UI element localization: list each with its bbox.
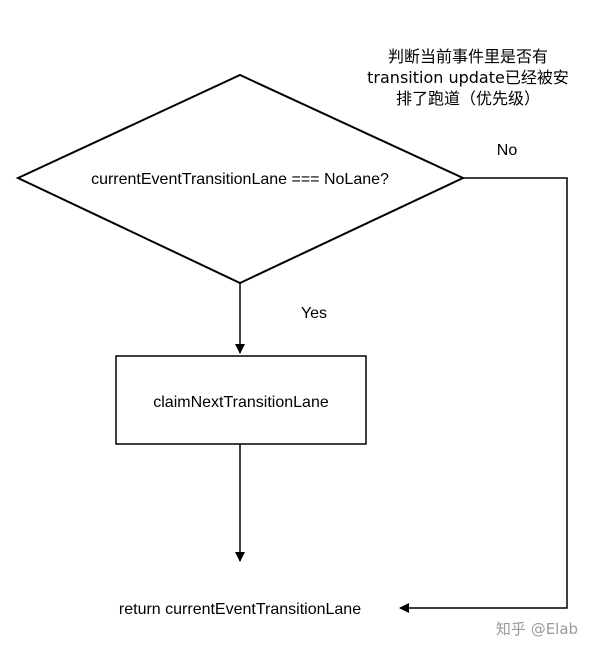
process-label: claimNextTransitionLane	[153, 394, 329, 411]
edge-no-label: No	[497, 142, 518, 159]
decision-label: currentEventTransitionLane === NoLane?	[91, 171, 389, 188]
watermark: 知乎 @Elab	[496, 620, 578, 638]
edge-yes-label: Yes	[301, 305, 327, 322]
annotation-note: 判断当前事件里是否有 transition update已经被安 排了跑道（优先…	[367, 47, 569, 108]
edge-no-line	[399, 177, 568, 613]
annotation-line-3: 排了跑道（优先级）	[396, 89, 540, 108]
edge-yes: Yes	[235, 283, 327, 354]
process-box	[115, 355, 367, 445]
decision-node: currentEventTransitionLane === NoLane?	[15, 73, 466, 285]
terminal-label: return currentEventTransitionLane	[119, 601, 361, 618]
annotation-line-2: transition update已经被安	[367, 68, 569, 87]
edge-no: No	[399, 142, 568, 613]
annotation-line-1: 判断当前事件里是否有	[388, 47, 548, 66]
process-node: claimNextTransitionLane	[115, 355, 367, 445]
